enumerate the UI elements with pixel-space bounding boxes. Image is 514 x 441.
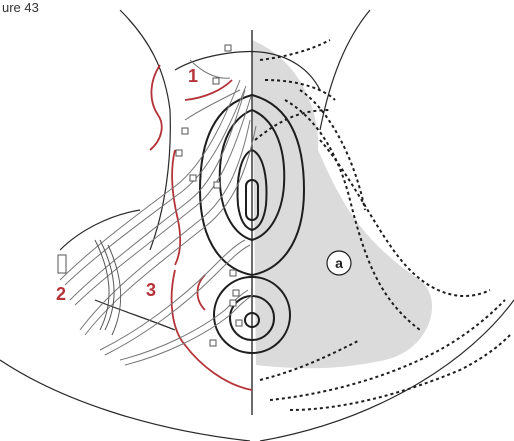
label-a: a: [335, 255, 343, 271]
label-two: 2: [56, 284, 66, 304]
label-three: 3: [146, 280, 156, 300]
figure-header: ure 43: [2, 0, 39, 15]
label-one: 1: [188, 66, 198, 86]
